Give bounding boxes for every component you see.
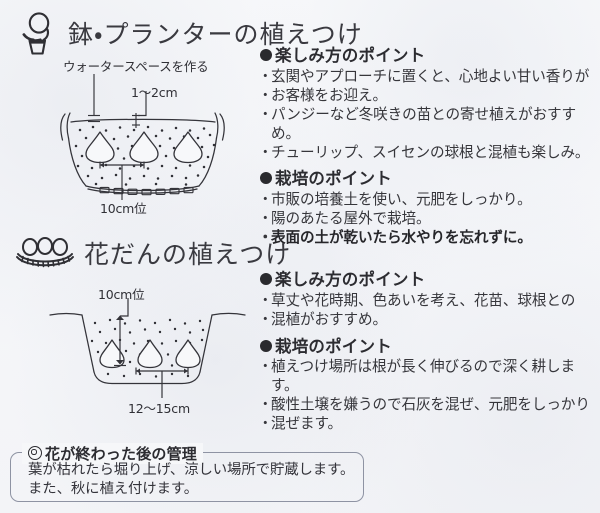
section-title-flower-bed: 花だんの植えつけ: [14, 234, 291, 274]
after-bloom-care-body: 葉が枯れたら堀り上げ、涼しい場所で貯蔵します。 また、秋に植え付けます。: [28, 461, 354, 499]
list-item: パンジーなど冬咲きの苗との寄せ植えがおすすめ。: [258, 106, 598, 144]
label-water-space: ウォータースペースを作る: [63, 59, 209, 74]
care-line-2: また、秋に植え付けます。: [28, 481, 199, 498]
after-bloom-care-title-text: 花が終わった後の管理: [45, 445, 198, 463]
heading-text: 栽培のポイント: [275, 169, 392, 189]
depth-leader: [132, 91, 147, 128]
bullet-dot-icon: [260, 273, 272, 285]
care-line-1: 葉が枯れたら堀り上げ、涼しい場所で貯蔵します。: [28, 462, 355, 478]
heading-cultivation-points-1: 栽培のポイント: [260, 169, 598, 190]
heading-text: 栽培のポイント: [275, 336, 392, 356]
spacing-arrow: [99, 161, 145, 200]
planter-cross-section-drawing: [60, 74, 225, 200]
heading-enjoyment-points-2: 楽しみ方のポイント: [260, 270, 598, 291]
bullet-dot-icon: [260, 172, 272, 185]
section-title-pot-planter: 鉢・プランターの植えつけ: [14, 12, 363, 56]
bullet-list-enjoyment-1: 玄関やアプローチに置くと、心地よい甘い香りが お客様をお迎え。 パンジーなど冬咲…: [258, 68, 598, 163]
list-item: 玄関やアプローチに置くと、心地よい甘い香りが: [258, 68, 598, 87]
label-planting-spacing: 10cm位: [100, 201, 147, 216]
spacing-arrow: [135, 367, 189, 398]
list-item-continuation: お客様をお迎え。: [258, 87, 598, 106]
section-title-text: 花だんの植えつけ: [84, 239, 292, 269]
flower-bed-diagram: 10cm位 12〜15cm: [40, 286, 255, 416]
bullet-dot-icon: [260, 339, 272, 352]
bulbs: [99, 339, 201, 369]
planter-diagram: ウォータースペースを作る 1〜2cm 10cm位: [38, 58, 253, 222]
bullet-dot-icon: [260, 49, 272, 61]
bullet-list-cultivation-1: 市販の培養土を使い、元肥をしっかり。 陽のあたる屋外で栽培。 表面の土が乾いたら…: [258, 191, 598, 248]
drain-holes: [99, 186, 194, 196]
water-space-leader: [88, 74, 100, 123]
list-item: 酸性土壌を嫌うので石灰を混ぜ、元肥をしっかり: [258, 396, 598, 415]
label-bed-spacing: 12〜15cm: [128, 401, 190, 416]
potted-plant-icon: [22, 12, 50, 55]
list-item: 植えつけ場所は根が長く伸びるので深く耕します。: [258, 358, 598, 396]
section-title-text: 鉢・プランターの植えつけ: [68, 19, 363, 49]
double-circle-icon: [28, 446, 42, 460]
label-bed-depth: 10cm位: [98, 287, 145, 302]
bullet-list-enjoyment-2: 草丈や花時期、色あいを考え、花苗、球根との 混植がおすすめ。: [258, 292, 598, 330]
bullet-list-cultivation-2: 植えつけ場所は根が長く伸びるので深く耕します。 酸性土壌を嫌うので石灰を混ぜ、元…: [258, 358, 598, 434]
heading-enjoyment-points-1: 楽しみ方のポイント: [260, 46, 598, 67]
list-item: 市販の培養土を使い、元肥をしっかり。: [258, 191, 598, 210]
pot-planter-text-column: 楽しみ方のポイント 玄関やアプローチに置くと、心地よい甘い香りが お客様をお迎え…: [258, 46, 598, 248]
list-item: 陽のあたる屋外で栽培。: [258, 210, 598, 229]
flower-bed-cross-section-drawing: [49, 298, 246, 398]
heading-text: 楽しみ方のポイント: [275, 46, 426, 65]
list-item-emphasized: 表面の土が乾いたら水やりを忘れずに。: [258, 229, 598, 248]
label-planting-depth: 1〜2cm: [131, 85, 178, 100]
list-item: チューリップ、スイセンの球根と混植も楽しみ。: [258, 144, 598, 163]
list-item-continuation: 混植がおすすめ。: [258, 311, 598, 330]
flower-bed-text-column: 楽しみ方のポイント 草丈や花時期、色あいを考え、花苗、球根との 混植がおすすめ。…: [258, 270, 598, 434]
list-item: 草丈や花時期、色あいを考え、花苗、球根との: [258, 292, 598, 311]
after-bloom-care-title: 花が終わった後の管理: [22, 443, 204, 464]
heading-cultivation-points-2: 栽培のポイント: [260, 337, 598, 358]
flower-bed-bulbs-icon: [16, 237, 74, 268]
depth-arrow: [114, 298, 129, 367]
heading-text: 楽しみ方のポイント: [275, 270, 426, 289]
bulbs: [85, 131, 203, 164]
list-item-continuation: 混ぜます。: [258, 415, 598, 434]
